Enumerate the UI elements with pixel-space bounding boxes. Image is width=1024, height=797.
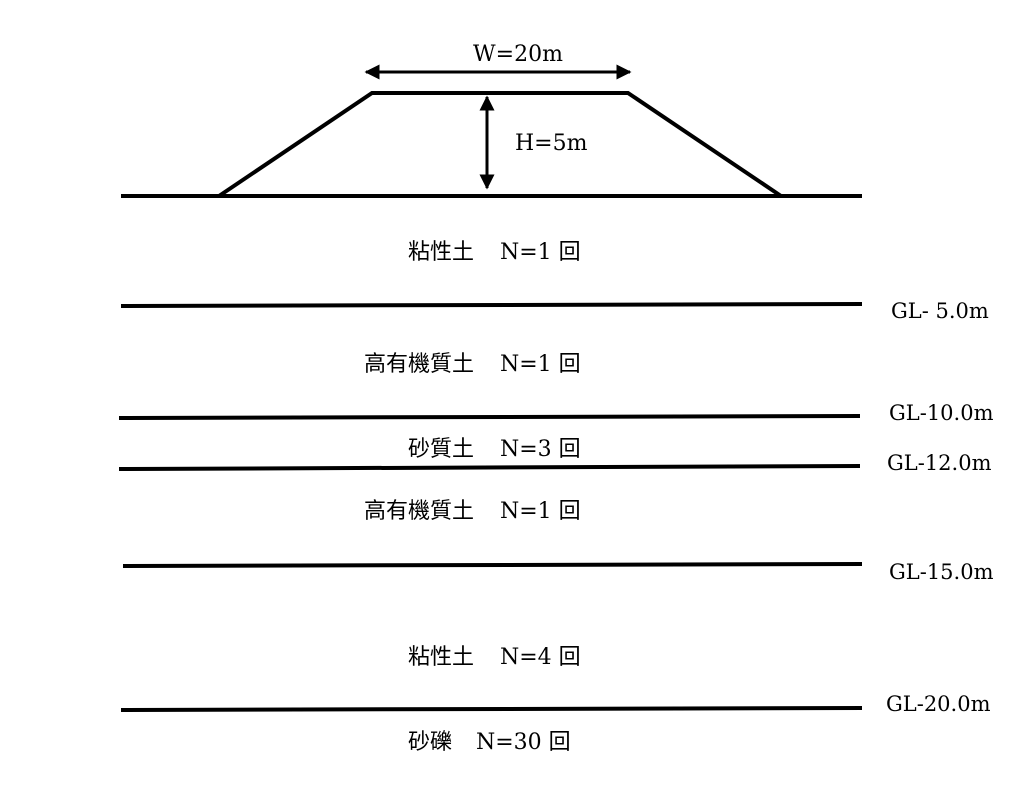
boundary-line — [118, 414, 861, 420]
layer-n-value: N=3 回 — [500, 437, 581, 462]
width-label: W=20m — [473, 42, 563, 67]
boundary-line — [118, 464, 861, 471]
layer-soil-label: 砂礫 — [408, 730, 452, 755]
layer-n-value: N=4 回 — [500, 645, 581, 670]
layer-soil-label: 粘性土 — [408, 645, 474, 670]
layer-n-value: N=1 回 — [500, 499, 581, 524]
depth-label: GL- 5.0m — [891, 299, 989, 323]
boundary-line — [122, 562, 863, 568]
height-label: H=5m — [515, 131, 588, 156]
layer-soil-label: 砂質土 — [408, 437, 474, 462]
layer-soil-label: 高有機質土 — [364, 352, 474, 377]
layer-soil-label: 粘性土 — [408, 240, 474, 265]
depth-label: GL-20.0m — [886, 692, 991, 716]
layer-n-value: N=30 回 — [476, 730, 571, 755]
boundary-line — [120, 706, 863, 712]
depth-label: GL-15.0m — [889, 560, 994, 584]
layer-soil-label: 高有機質土 — [364, 499, 474, 524]
depth-label: GL-12.0m — [887, 451, 992, 475]
embankment-shape — [217, 91, 783, 198]
boundary-line — [120, 302, 863, 308]
depth-label: GL-10.0m — [889, 401, 994, 425]
layer-n-value: N=1 回 — [500, 240, 581, 265]
layer-n-value: N=1 回 — [500, 352, 581, 377]
